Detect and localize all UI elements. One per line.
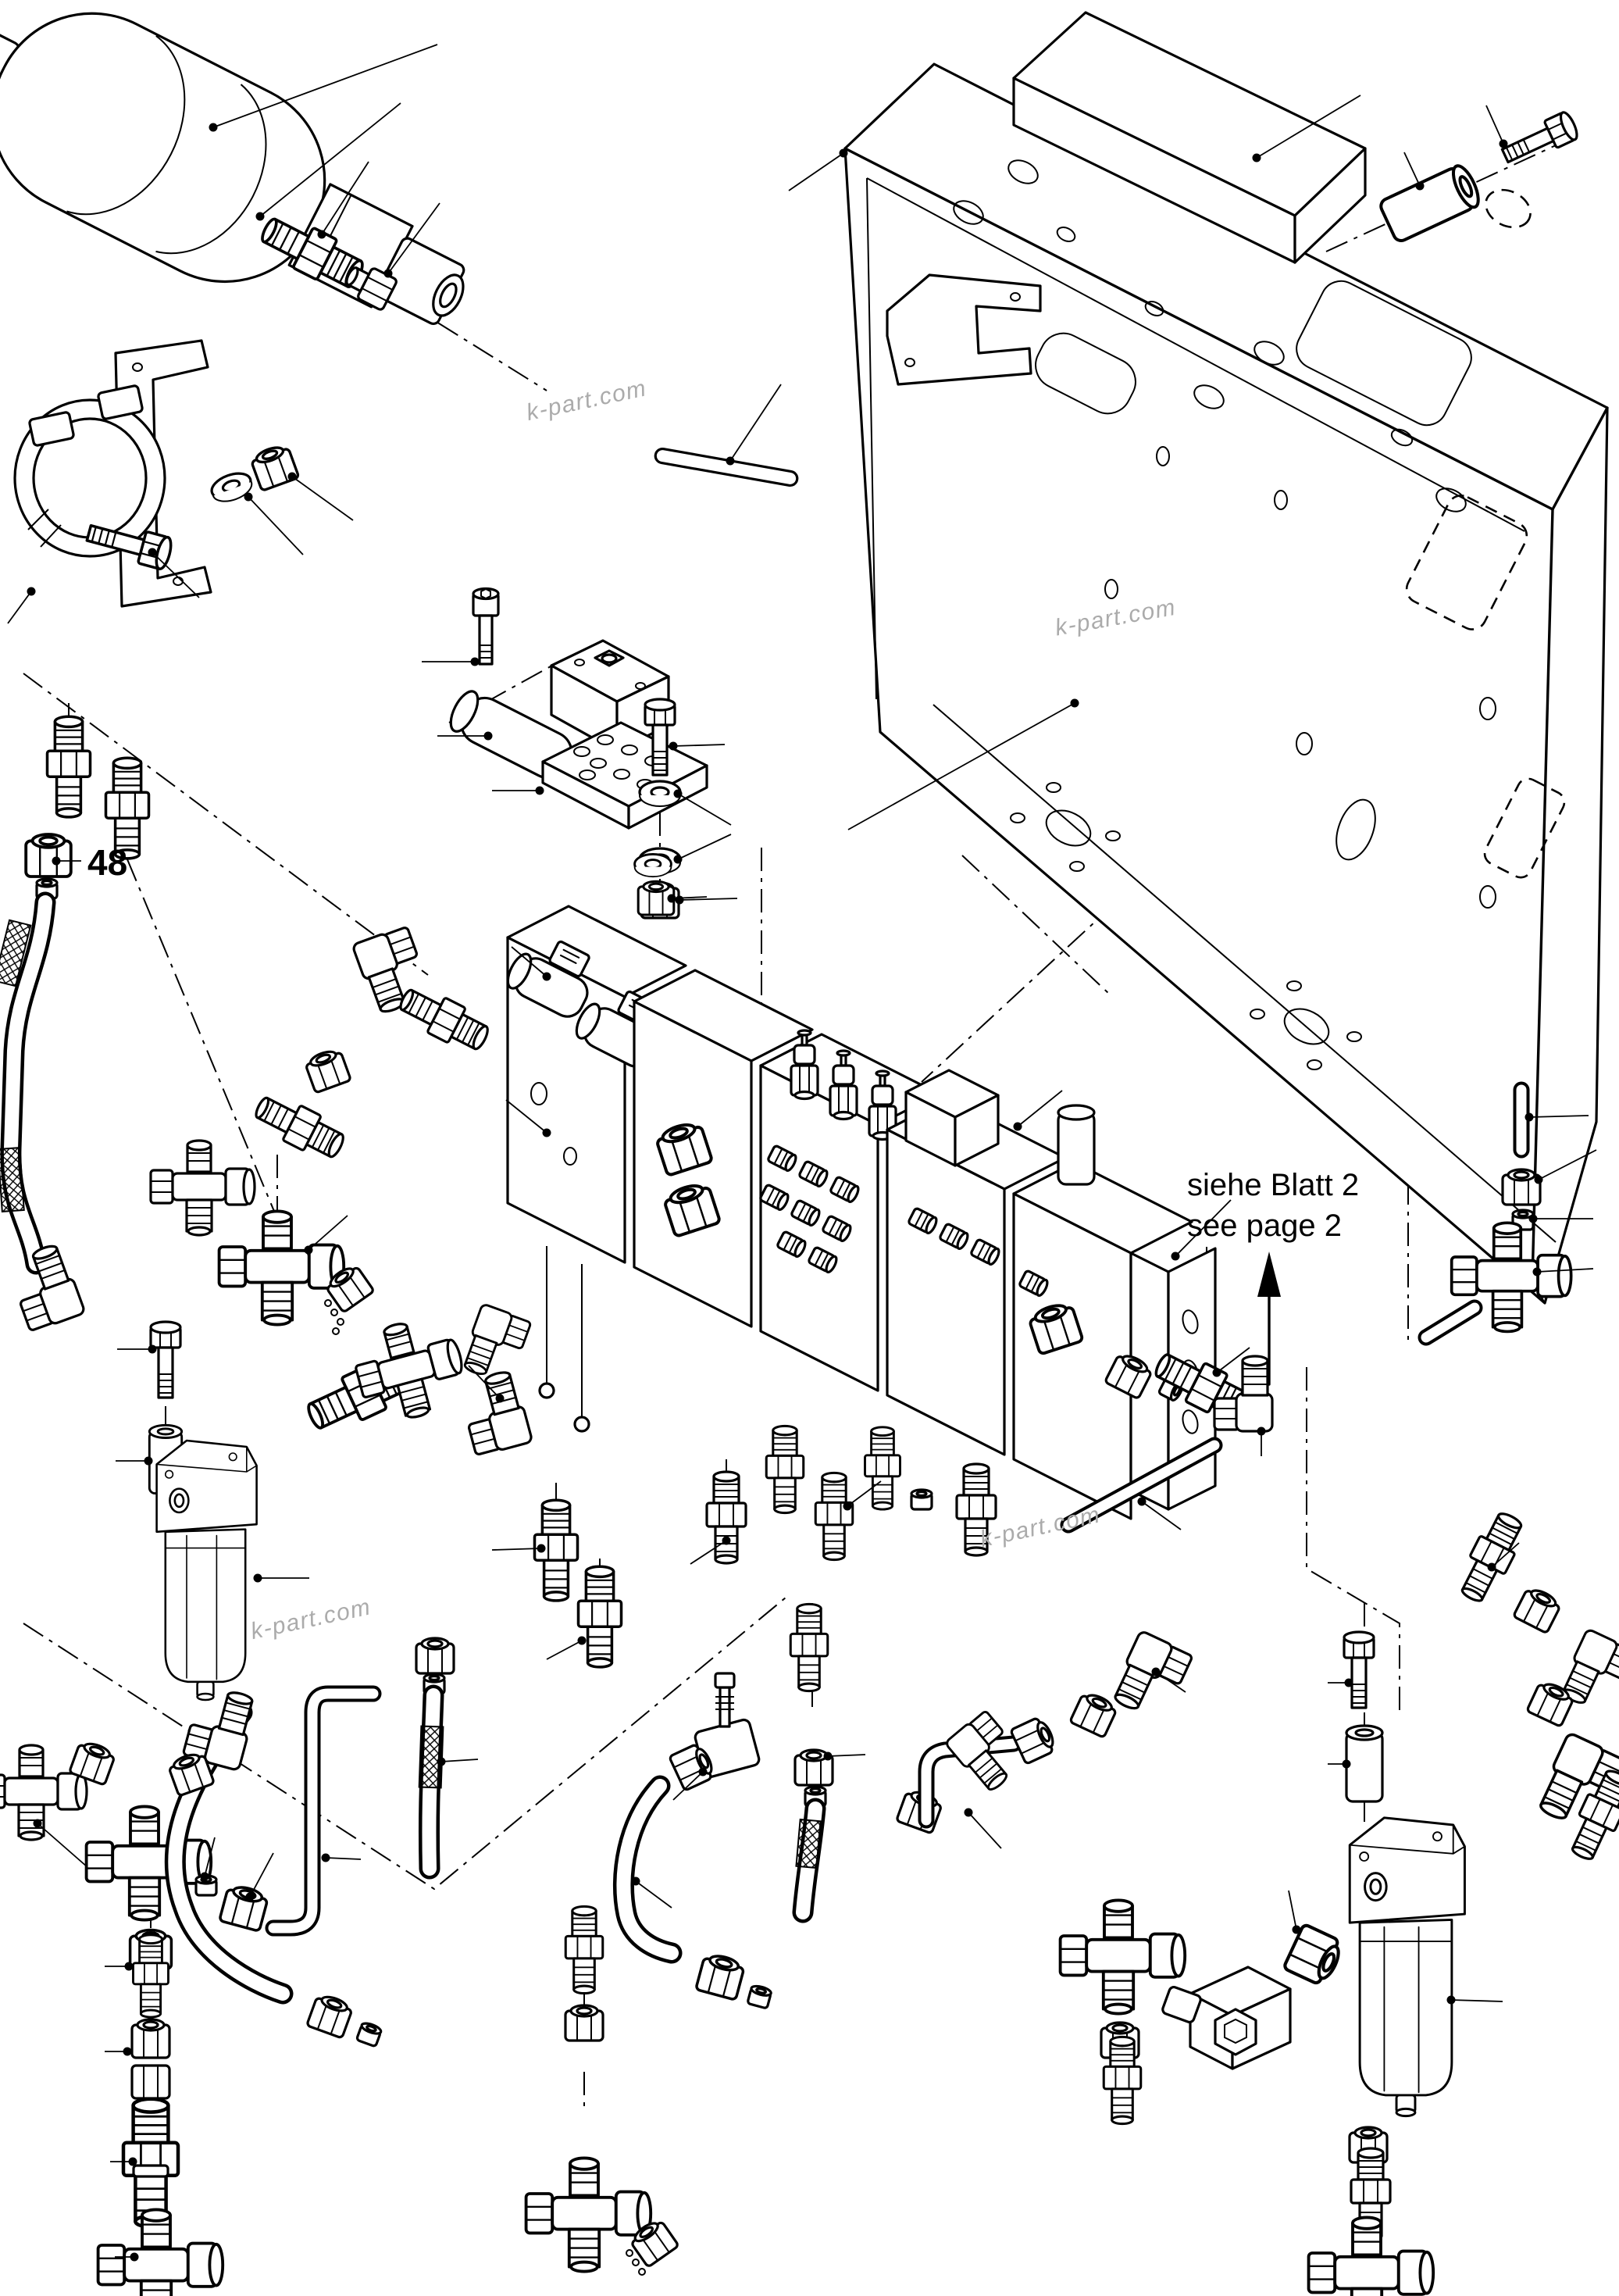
valve-block-assembly: [501, 852, 1217, 1520]
pressure-filter: [1348, 1816, 1466, 2118]
box-cutouts: [1035, 280, 1566, 879]
union-nut: [1501, 1168, 1542, 1206]
relief-cartridge: [1057, 1104, 1096, 1186]
reducer-plug: [345, 266, 398, 311]
pipe-clamp: [13, 384, 166, 558]
see-page-arrow: [1257, 1252, 1281, 1386]
leader-lines: [7, 44, 1597, 2262]
bottom-left-fittings: [0, 1682, 383, 2296]
washer: [633, 852, 672, 878]
bottom-centre-parts: [415, 1602, 1060, 2276]
box-top-block: [1012, 11, 1367, 264]
pilot-valve-bracket-assembly: [449, 587, 708, 919]
valve-cube: [904, 1069, 1000, 1167]
mid-right-chain: [1060, 1343, 1274, 1534]
steel-tube-bent: [895, 1714, 1060, 1835]
left-fitting-chain: [0, 715, 495, 1335]
sheet-note: siehe Blatt 2 see page 2: [1187, 1168, 1359, 1386]
sheet-note-line1: siehe Blatt 2: [1187, 1168, 1359, 1202]
check-valve-fitting: [123, 2099, 178, 2227]
hex-coupler: [130, 2018, 171, 2100]
part-reference-48: 48: [87, 842, 127, 883]
accumulator-assembly: [0, 12, 465, 326]
steel-tube: [1060, 1437, 1223, 1534]
rubber-hose-short: [612, 1775, 683, 1964]
right-tube-run: [1418, 1081, 1573, 1346]
spacer-sleeve: [1345, 1724, 1384, 1803]
cutting-ring: [910, 1488, 933, 1511]
test-coupling-with-cap: [217, 1209, 376, 1335]
braided-hose: [0, 833, 73, 1275]
filter-assembly-right: [1058, 1629, 1466, 2296]
braided-hose: [789, 1602, 834, 1923]
sheet-note-line2: see page 2: [1187, 1209, 1342, 1243]
box-floor-holes: [1010, 782, 1362, 1070]
pipe-clamp-assembly: [13, 339, 301, 608]
hook-bracket: [886, 273, 1042, 386]
test-coupling-with-cap: [524, 1905, 680, 2276]
pressure-accumulator: [0, 12, 465, 326]
braided-hose: [415, 1637, 455, 1880]
valve-with-plug: [1161, 1966, 1292, 2070]
pressure-filter: [155, 1439, 258, 1701]
steel-tube-bent: [265, 1685, 382, 1937]
mounting-box: [843, 11, 1609, 1305]
box-panel-holes: [1104, 446, 1496, 909]
pressure-valve: [668, 1672, 761, 1792]
